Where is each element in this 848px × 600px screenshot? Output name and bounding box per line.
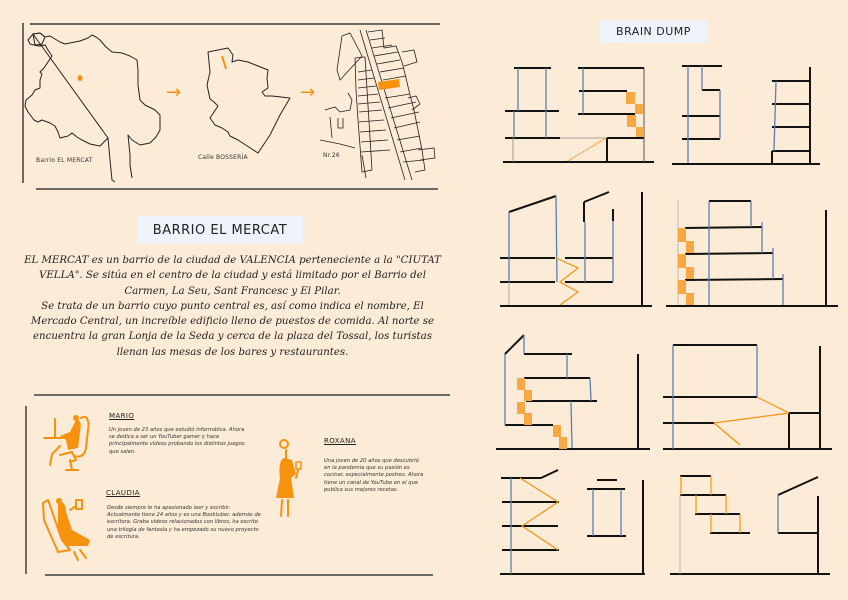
brain-dump-title: BRAIN DUMP	[600, 20, 707, 43]
persona-bio-claudia: Desde siempre le ha apasionado leer y es…	[107, 505, 261, 540]
persona-name-claudia: CLAUDIA	[106, 489, 140, 497]
map-caption-calle: Calle BOSSERÍA	[198, 154, 248, 161]
personas-frame-top-rule	[34, 394, 450, 396]
barrio-outline-map	[206, 47, 291, 154]
persona-name-mario: MARIO	[109, 412, 135, 420]
section-sketch-3	[500, 191, 652, 307]
section-sketch-5	[496, 334, 650, 450]
map-caption-barrio: Barrio EL MERCAT	[36, 157, 93, 164]
intro-text: EL MERCAT es un barrio de la ciudad de V…	[20, 253, 445, 360]
intro-paragraph-2: Se trata de un barrio cuyo punto central…	[30, 300, 435, 358]
section-sketch-7	[500, 469, 645, 575]
persona-name-roxana: ROXANA	[324, 437, 356, 445]
barrio-marker	[77, 75, 83, 81]
persona-bio-mario: Un joven de 23 años que estudió informát…	[109, 427, 245, 455]
personas-frame-left-rule	[25, 406, 27, 574]
intro-paragraph-1: EL MERCAT es un barrio de la ciudad de V…	[24, 255, 441, 297]
section-sketch-2	[672, 65, 820, 165]
reader-figure-icon	[42, 498, 90, 561]
persona-bio-roxana: Una joven de 20 años que descubrió en la…	[324, 458, 424, 493]
city-outline-map	[24, 32, 161, 183]
map-frame-bottom-rule	[36, 188, 438, 190]
section-sketch-1	[503, 67, 654, 163]
map-caption-number: Nr.26	[323, 152, 340, 159]
arrow-right-icon: →	[300, 82, 316, 103]
map-frame-left-rule	[22, 23, 24, 183]
arrow-right-icon: →	[166, 82, 182, 103]
street-parcel-map	[319, 29, 436, 181]
section-sketch-4	[666, 200, 838, 307]
section-sketch-6	[663, 344, 832, 450]
section-sketch-8	[670, 475, 830, 575]
chef-figure-icon	[276, 439, 302, 517]
personas-frame-bottom-rule	[45, 574, 433, 576]
intro-title: BARRIO EL MERCAT	[137, 216, 303, 244]
gamer-figure-icon	[43, 415, 90, 471]
map-frame-top-rule	[30, 23, 440, 25]
